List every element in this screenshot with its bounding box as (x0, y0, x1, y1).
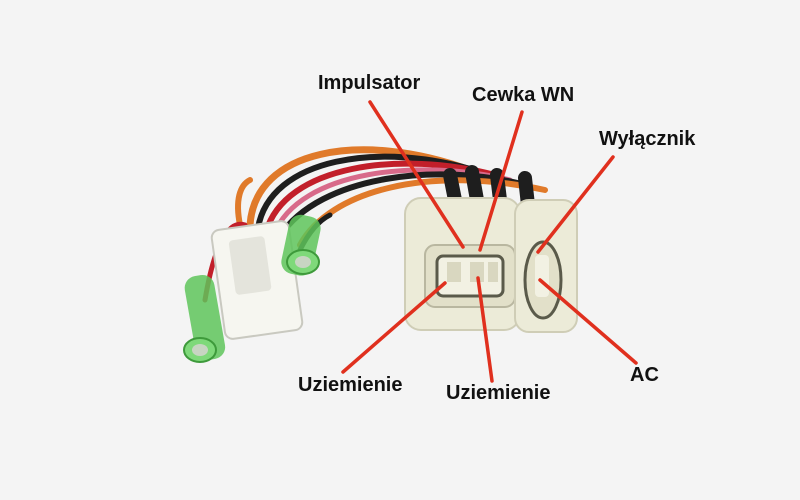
label-cewka-wn: Cewka WN (472, 84, 575, 106)
main-connector (404, 197, 521, 331)
green-terminals (183, 214, 321, 363)
label-wylacznik: Wyłącznik (599, 128, 696, 150)
small-white-connector (210, 220, 304, 340)
pointer-lines (341, 100, 638, 383)
label-uziemienie-left: Uziemienie (298, 374, 403, 396)
label-ac: AC (630, 364, 659, 386)
label-uziemienie-center: Uziemienie (446, 382, 551, 404)
side-connector (514, 199, 578, 333)
label-impulsator: Impulsator (318, 72, 421, 94)
